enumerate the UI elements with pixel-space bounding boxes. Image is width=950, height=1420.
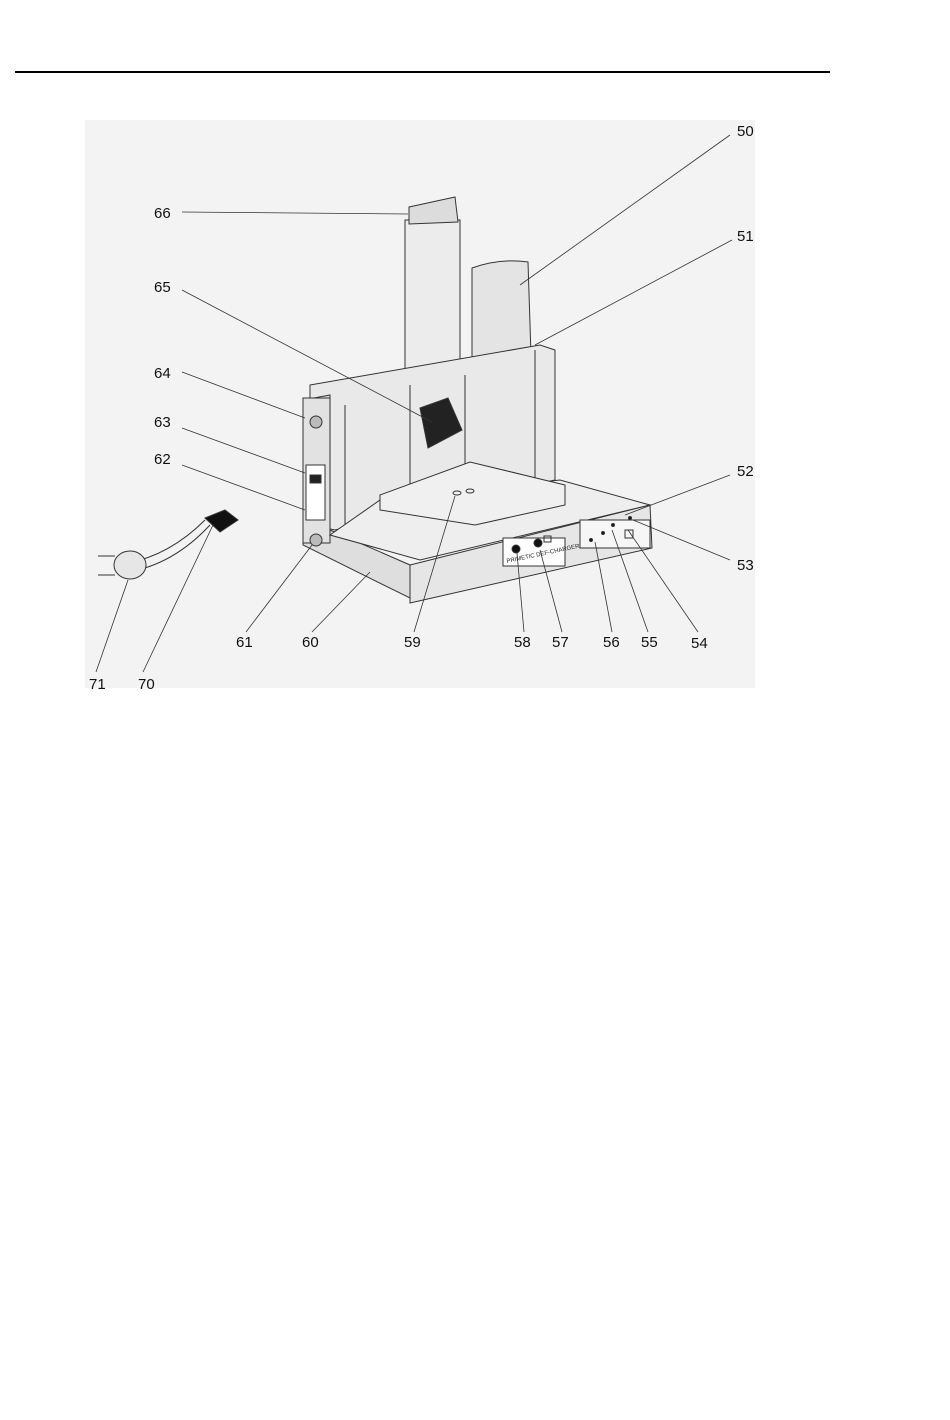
plug-71 bbox=[114, 551, 146, 579]
tower bbox=[405, 220, 460, 382]
callout-53: 53 bbox=[737, 557, 754, 574]
callout-59: 59 bbox=[404, 634, 421, 651]
callout-62: 62 bbox=[154, 451, 171, 468]
display-63 bbox=[306, 465, 325, 520]
callout-55: 55 bbox=[641, 634, 658, 651]
led-58 bbox=[512, 545, 520, 553]
callout-56: 56 bbox=[603, 634, 620, 651]
callout-61: 61 bbox=[236, 634, 253, 651]
callout-70: 70 bbox=[138, 676, 155, 693]
control-panel bbox=[580, 520, 650, 548]
callout-60: 60 bbox=[302, 634, 319, 651]
display-screen bbox=[310, 475, 321, 483]
callout-63: 63 bbox=[154, 414, 171, 431]
callout-52: 52 bbox=[737, 463, 754, 480]
led-57 bbox=[534, 539, 542, 547]
callout-58: 58 bbox=[514, 634, 531, 651]
callout-65: 65 bbox=[154, 279, 171, 296]
callout-66: 66 bbox=[154, 205, 171, 222]
knob-61 bbox=[310, 534, 322, 546]
callout-64: 64 bbox=[154, 365, 171, 382]
callout-50: 50 bbox=[737, 123, 754, 140]
callout-51: 51 bbox=[737, 228, 754, 245]
callout-71: 71 bbox=[89, 676, 106, 693]
short-tower bbox=[472, 261, 531, 362]
callout-54: 54 bbox=[691, 635, 708, 652]
callout-57: 57 bbox=[552, 634, 569, 651]
knob-64 bbox=[310, 416, 322, 428]
